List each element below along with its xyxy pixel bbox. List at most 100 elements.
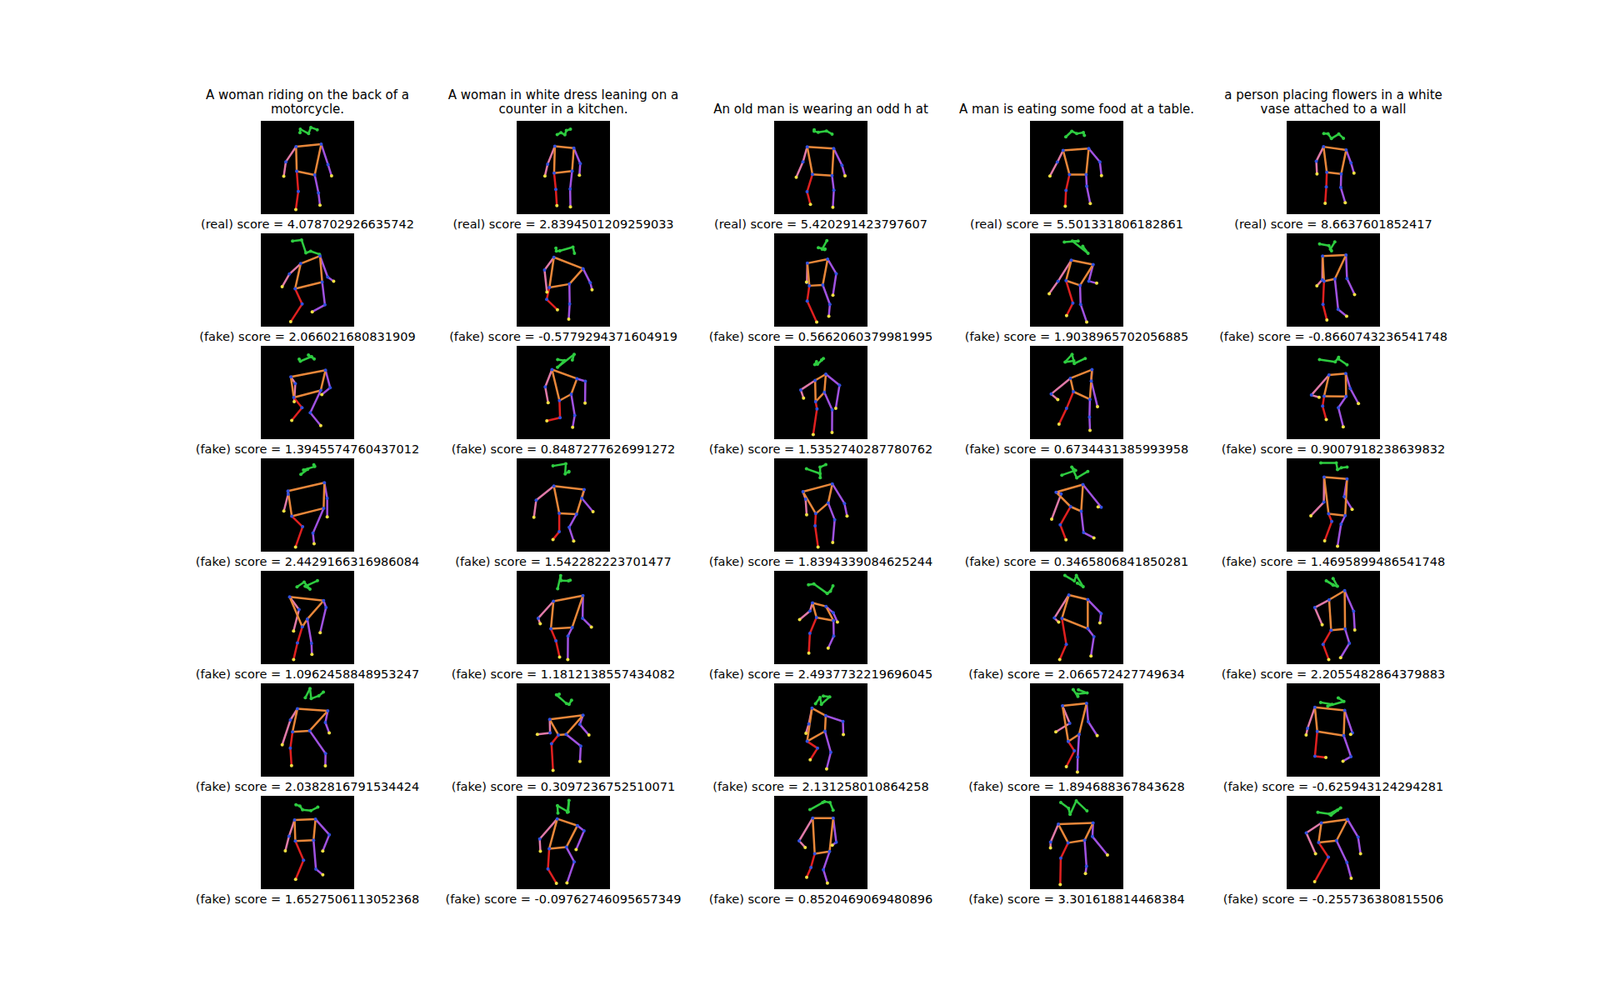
joint-dot [1066, 740, 1070, 744]
joint-dot [805, 261, 810, 265]
joint-dot [1343, 200, 1347, 205]
joint-dot [300, 238, 304, 242]
joint-dot [286, 489, 290, 493]
limb-line [284, 494, 289, 511]
joint-dot [288, 718, 292, 722]
joint-dot [1344, 371, 1348, 375]
limb-line [569, 527, 574, 542]
joint-dot [816, 545, 820, 549]
score-label: (real) score = 5.501331806182861 [943, 216, 1210, 232]
joint-dot [302, 580, 306, 585]
limb-line [1055, 723, 1070, 732]
limb-line [325, 498, 329, 517]
joint-dot [1345, 860, 1349, 865]
joint-dot [1339, 185, 1343, 190]
limb-line [559, 394, 571, 401]
joint-dot [565, 810, 570, 815]
limb-line [815, 374, 826, 381]
limb-line [1088, 416, 1091, 430]
limb-line [550, 627, 573, 629]
joint-dot [575, 376, 579, 380]
limb-line [799, 818, 813, 841]
joint-dot [532, 515, 536, 520]
limb-line [1340, 174, 1343, 188]
joint-dot [1050, 517, 1054, 521]
joint-dot [571, 245, 575, 249]
joint-dot [845, 514, 849, 518]
joint-dot [1329, 628, 1333, 632]
joint-dot [1100, 174, 1104, 178]
joint-dot [301, 468, 305, 472]
limb-line [310, 412, 321, 425]
joint-dot [805, 875, 809, 880]
limb-line [320, 370, 326, 390]
limb-line [546, 299, 558, 310]
joint-dot [319, 142, 323, 146]
limb-line [814, 380, 817, 402]
joint-dot [1320, 254, 1325, 258]
joint-dot [801, 490, 805, 494]
score-label: (fake) score = 0.5662060379981995 [687, 329, 955, 345]
score-label: (fake) score = 0.8487277626991272 [430, 441, 697, 457]
limb-line [1315, 600, 1330, 608]
joint-dot [827, 850, 831, 854]
joint-dot [814, 702, 818, 706]
joint-dot [1076, 688, 1080, 692]
limb-line [320, 144, 328, 165]
joint-dot [1065, 406, 1069, 410]
limb-line [1080, 510, 1084, 533]
joint-dot [567, 525, 571, 530]
limb-line [290, 370, 326, 377]
pose-image [1030, 345, 1124, 440]
limb-line [806, 469, 820, 475]
joint-dot [1325, 704, 1330, 708]
limb-line [580, 724, 590, 735]
limb-line [295, 146, 298, 171]
joint-dot [581, 713, 585, 717]
joint-dot [808, 609, 812, 613]
joint-dot [557, 399, 561, 403]
joint-dot [1325, 418, 1329, 422]
joint-dot [289, 320, 293, 324]
limb-line [1324, 476, 1348, 479]
joint-dot [1339, 172, 1343, 176]
joint-dot [1075, 770, 1080, 774]
joint-dot [298, 127, 302, 131]
joint-dot [1086, 720, 1090, 724]
joint-dot [1352, 171, 1356, 175]
joint-dot [318, 254, 322, 258]
limb-line [1346, 862, 1351, 879]
limb-line [1066, 391, 1074, 409]
limb-line [569, 514, 577, 528]
limb-line [828, 635, 835, 649]
joint-dot [1058, 882, 1062, 886]
score-label: (fake) score = -0.5779294371604919 [430, 329, 697, 345]
limb-line [569, 268, 583, 284]
joint-dot [1327, 244, 1331, 248]
joint-dot [325, 709, 330, 713]
joint-dot [287, 272, 291, 276]
joint-dot [297, 357, 301, 361]
image-ground [260, 683, 355, 777]
joint-dot [299, 261, 303, 265]
limb-line [290, 304, 303, 322]
joint-dot [311, 838, 315, 842]
column-title: a person placing flowers in a white vase… [1208, 88, 1459, 117]
limb-line [1061, 470, 1075, 475]
limb-line [1322, 255, 1325, 281]
joint-dot [1337, 132, 1341, 136]
score-label: (fake) score = 2.0382816791534424 [174, 779, 441, 795]
joint-dot [827, 314, 831, 318]
limb-line [1092, 836, 1108, 855]
joint-dot [1343, 627, 1347, 631]
limb-line [1079, 703, 1087, 735]
joint-dot [1321, 642, 1325, 646]
joint-dot [816, 130, 820, 135]
limb-line [282, 720, 291, 745]
joint-dot [580, 496, 584, 500]
joint-dot [300, 625, 305, 629]
joint-dot [809, 202, 813, 206]
limb-line [832, 620, 835, 636]
joint-dot [559, 130, 563, 135]
pose-image [1030, 795, 1124, 890]
